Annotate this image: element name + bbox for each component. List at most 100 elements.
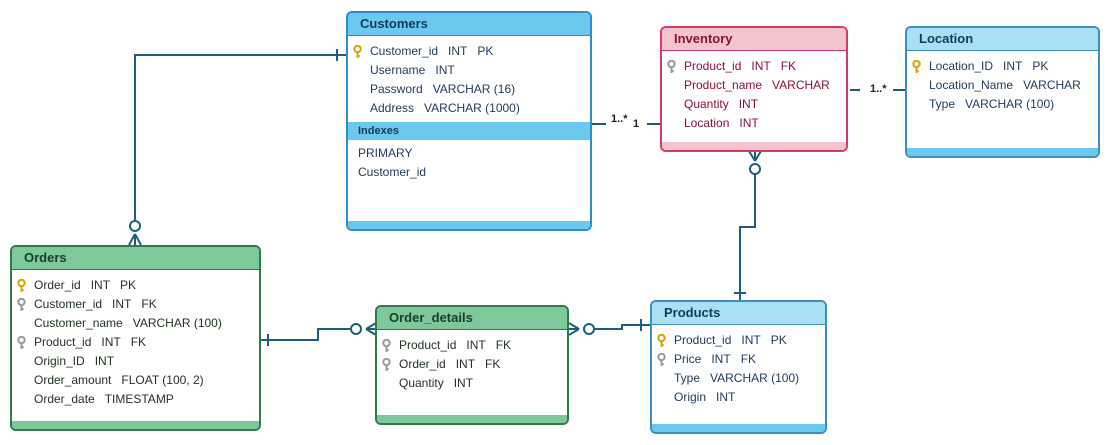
field-row[interactable]: Product_id INT PK xyxy=(652,331,825,350)
field-type: INT xyxy=(741,333,761,347)
field-type: VARCHAR (1000) xyxy=(424,101,520,115)
field-name: Location_ID xyxy=(929,59,994,73)
rel-orderdetails-products-zero-circle xyxy=(583,323,595,335)
field-name: Product_id xyxy=(399,338,457,352)
field-type: INT xyxy=(1003,59,1023,73)
field-constraint: FK xyxy=(485,357,501,371)
field-name: Username xyxy=(370,63,426,77)
rel-orders-orderdetails-zero-circle xyxy=(350,323,362,335)
field-name: Product_id xyxy=(684,59,742,73)
field-type: INT xyxy=(739,116,759,130)
foreign-key-icon xyxy=(17,336,26,349)
rel-customers-orders xyxy=(134,54,347,220)
field-name: Password xyxy=(370,82,423,96)
entity-footer xyxy=(662,142,846,150)
field-row[interactable]: Address VARCHAR (1000) xyxy=(348,99,590,118)
foreign-key-icon xyxy=(667,60,676,73)
field-type: INT xyxy=(90,278,111,292)
field-type: INT xyxy=(466,338,486,352)
primary-key-icon xyxy=(17,279,26,292)
rel-orders-orderdetails-crowfoot-c xyxy=(365,328,377,336)
field-row[interactable]: Type VARCHAR (100) xyxy=(652,369,825,388)
rel-inventory-products xyxy=(739,173,756,300)
rel-customers-orders-crowfoot-c xyxy=(134,233,142,246)
field-row[interactable]: Type VARCHAR (100) xyxy=(907,95,1098,114)
field-row[interactable]: Location INT xyxy=(662,114,846,133)
entity-footer xyxy=(348,221,590,229)
rel-inventory-products-zero-circle xyxy=(749,163,761,175)
entity-title: Location xyxy=(907,28,1098,51)
field-name: Price xyxy=(674,352,702,366)
entity-title: Orders xyxy=(12,247,259,270)
field-name: Order_id xyxy=(34,278,81,292)
field-type: INT xyxy=(448,44,468,58)
primary-key-icon xyxy=(657,334,666,347)
field-name: Customer_id xyxy=(370,44,439,58)
index-list: PRIMARY Customer_id xyxy=(348,140,590,182)
multiplicity-label: 1 xyxy=(633,118,640,130)
index-item: PRIMARY xyxy=(358,146,413,160)
foreign-key-icon xyxy=(657,353,666,366)
field-constraint: PK xyxy=(770,333,787,347)
multiplicity-label: 1..* xyxy=(611,113,628,125)
field-constraint: FK xyxy=(780,59,797,73)
field-name: Product_name xyxy=(684,78,763,92)
field-type: INT xyxy=(101,335,121,349)
field-type: TIMESTAMP xyxy=(104,392,174,406)
entity-title: Inventory xyxy=(662,28,846,51)
field-name: Address xyxy=(370,101,415,115)
primary-key-icon xyxy=(353,45,362,58)
field-name: Order_amount xyxy=(34,373,112,387)
field-type: INT xyxy=(751,59,771,73)
field-name: Type xyxy=(929,97,956,111)
field-name: Customer_id xyxy=(34,297,103,311)
field-row[interactable]: Product_id INT FK xyxy=(662,57,846,76)
field-type: INT xyxy=(716,390,736,404)
foreign-key-icon xyxy=(382,358,391,371)
field-name: Type xyxy=(674,371,701,385)
rel-orders-orderdetails xyxy=(261,328,350,341)
field-name: Product_id xyxy=(34,335,92,349)
field-constraint: FK xyxy=(740,352,757,366)
foreign-key-icon xyxy=(382,339,391,352)
field-name: Location xyxy=(684,116,730,130)
rel-inventory-products-crowfoot-c xyxy=(754,150,762,162)
field-type: INT xyxy=(94,354,115,368)
field-name: Product_id xyxy=(674,333,732,347)
field-constraint: PK xyxy=(120,278,137,292)
field-row[interactable]: Order_id INT PK xyxy=(12,276,259,295)
field-type: VARCHAR (100) xyxy=(965,97,1055,111)
field-type: VARCHAR (100) xyxy=(710,371,800,385)
entity-title: Customers xyxy=(348,13,590,36)
rel-orderdetails-products xyxy=(594,324,651,330)
